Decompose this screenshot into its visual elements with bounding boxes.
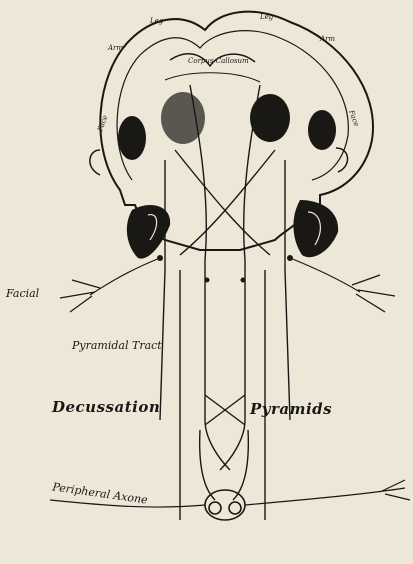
cortex-inner: [117, 31, 348, 180]
left-ventricle: [90, 150, 100, 175]
right-lentiform: [308, 110, 336, 150]
tract-fiber-1: [190, 85, 230, 470]
label-arm-right: Arm: [320, 36, 335, 43]
nucleus-dot-1: [157, 255, 163, 261]
cord-section: [205, 490, 245, 520]
spinal-cord-inner-left: [200, 430, 215, 500]
label-decussation: Decussation: [52, 400, 160, 415]
tract-fiber-4: [180, 150, 275, 255]
label-facial: Facial: [6, 288, 39, 299]
label-pyramids: Pyramids: [250, 402, 332, 417]
left-pons-band: [127, 205, 170, 259]
facial-nerve-right: [290, 258, 395, 312]
left-lentiform: [118, 116, 146, 160]
right-pons-band: [293, 200, 338, 257]
right-ventricle: [336, 148, 348, 172]
label-leg-left: Leg: [150, 18, 163, 25]
peripheral-nerve-right: [245, 480, 410, 505]
facial-nerve-left: [60, 258, 160, 312]
label-pyramidal-tract: Pyramidal Tract: [72, 340, 162, 351]
cord-horn-right: [229, 502, 241, 514]
nucleus-dot-2: [287, 255, 293, 261]
tract-fiber-5: [160, 160, 165, 420]
tract-fiber-6: [285, 160, 290, 420]
tract-fiber-3: [175, 150, 270, 255]
corpus-callosum-line: [165, 73, 260, 82]
label-arm-left: Arm: [108, 45, 123, 52]
right-thalamus: [250, 94, 290, 142]
label-corpus-callosum: Corpus Callosum: [188, 58, 249, 65]
nucleus-dot-4: [241, 278, 246, 283]
cord-horn-left: [209, 502, 221, 514]
nucleus-dot-3: [205, 278, 210, 283]
label-leg-right: Leg: [260, 14, 273, 21]
